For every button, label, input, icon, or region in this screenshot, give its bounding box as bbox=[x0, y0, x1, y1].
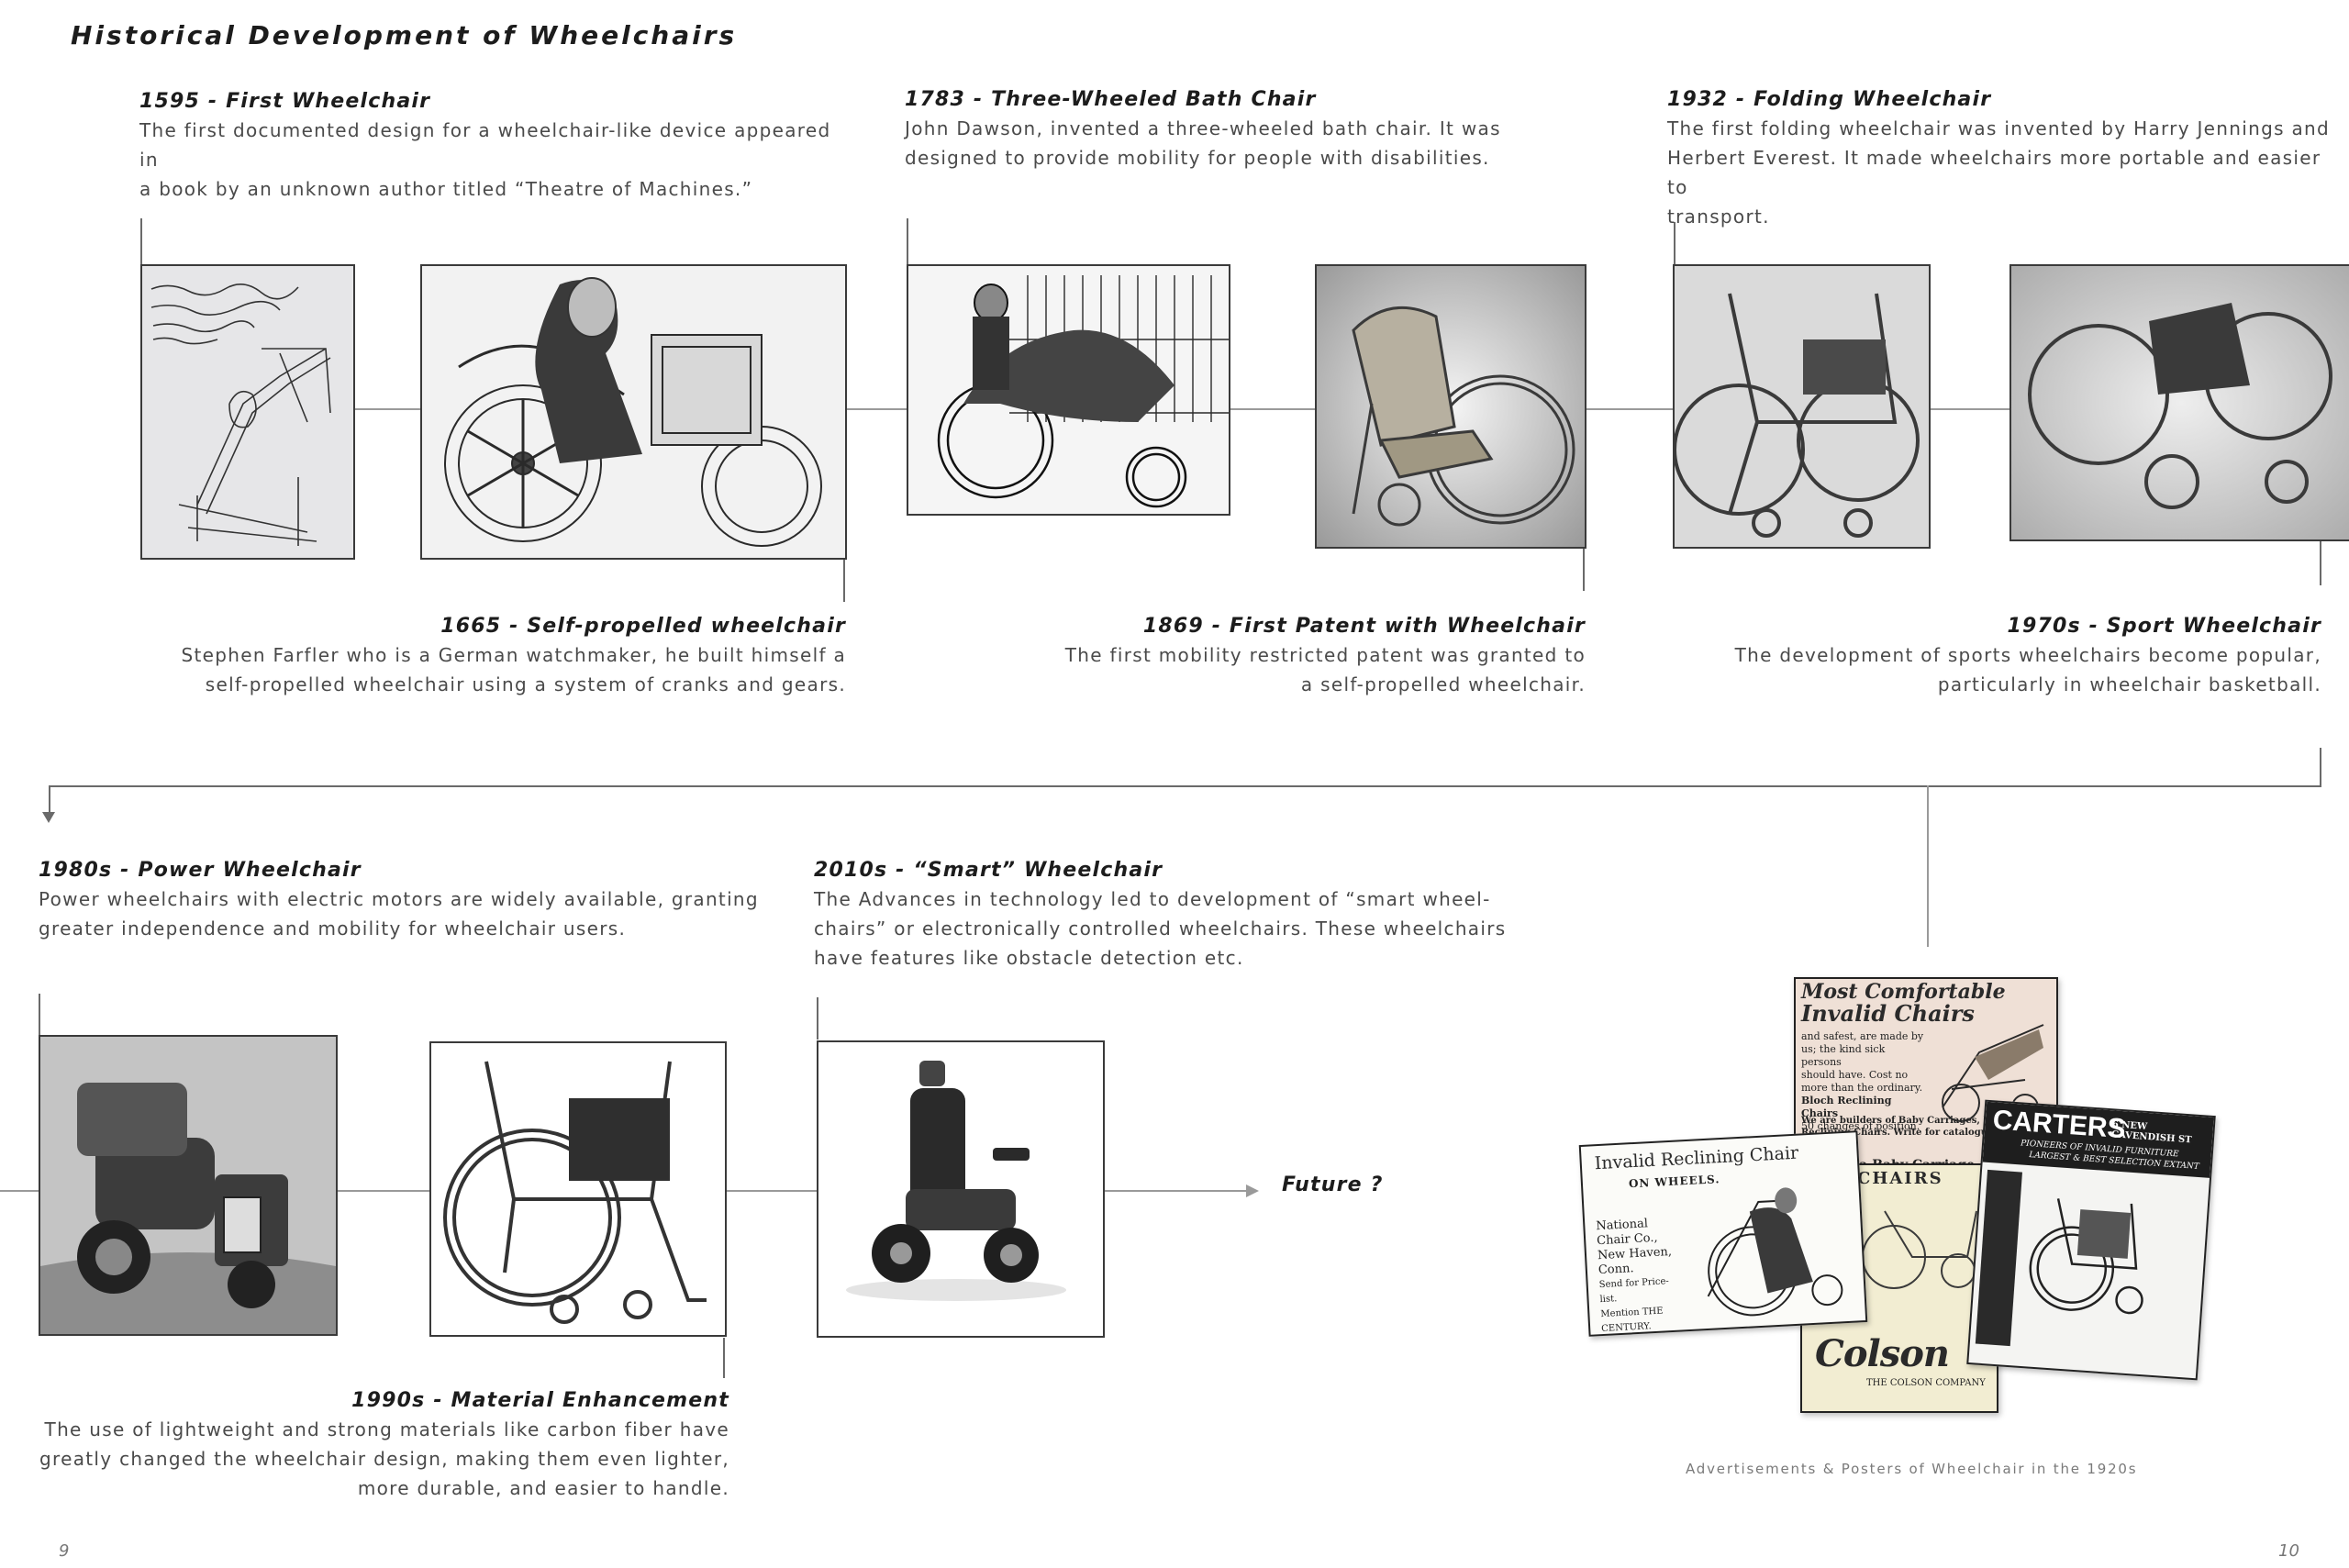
event-1932-line-1: The first folding wheelchair was invente… bbox=[1667, 117, 2330, 139]
event-1869-title: 1869 - First Patent with Wheelchair bbox=[1142, 615, 1586, 638]
ad1-headline-2: Invalid Chairs bbox=[1801, 1000, 1975, 1027]
event-1595-line-1: The first documented design for a wheelc… bbox=[139, 119, 831, 171]
event-1595: 1595 - First Wheelchair The first docume… bbox=[139, 88, 855, 204]
ad1-line-4: more than the ordinary. bbox=[1801, 1082, 1923, 1094]
ad3-logo: Colson bbox=[1815, 1332, 1950, 1375]
connector-1595 bbox=[140, 218, 142, 264]
event-1783-title: 1783 - Three-Wheeled Bath Chair bbox=[905, 88, 1317, 111]
page-number-left: 9 bbox=[59, 1541, 70, 1561]
connector-1869 bbox=[1583, 545, 1585, 591]
event-1869-line-1: The first mobility restricted patent was… bbox=[1064, 644, 1586, 666]
wrap-line-horizontal bbox=[49, 785, 2321, 787]
event-1990-line-1: The use of lightweight and strong materi… bbox=[44, 1418, 729, 1440]
ad1-headline-1: Most Comfortable bbox=[1801, 980, 2006, 1004]
ad2-headline: Invalid Reclining Chair bbox=[1594, 1142, 1799, 1174]
event-2010: 2010s - “Smart” Wheelchair The Advances … bbox=[814, 857, 1511, 973]
connector-1783 bbox=[907, 218, 908, 264]
event-1970-line-2: particularly in wheelchair basketball. bbox=[1937, 673, 2321, 695]
event-1665-line-2: self-propelled wheelchair using a system… bbox=[205, 673, 846, 695]
event-1869-line-2: a self-propelled wheelchair. bbox=[1300, 673, 1586, 695]
ad3-company: THE COLSON COMPANY bbox=[1866, 1378, 1986, 1388]
arrow-down-icon bbox=[42, 812, 55, 823]
connector-1932 bbox=[1674, 222, 1675, 264]
event-1932-line-3: transport. bbox=[1667, 206, 1770, 228]
photo-1932-folding-wheelchair bbox=[1673, 264, 1931, 549]
arrow-right-icon bbox=[1246, 1184, 1259, 1197]
ad1-line-6: 50 changes of position. bbox=[1801, 1120, 1920, 1132]
photo-1783-bath-chair bbox=[907, 264, 1230, 516]
ad3-headline: CHAIRS bbox=[1857, 1169, 1943, 1188]
event-1665-line-1: Stephen Farfler who is a German watchmak… bbox=[181, 644, 846, 666]
event-1595-line-2: a book by an unknown author titled “Thea… bbox=[139, 178, 753, 200]
photo-1595-sketch bbox=[140, 264, 355, 560]
ad2-chair-illustration bbox=[1707, 1187, 1843, 1317]
ad-invalid-reclining-chair: Invalid Reclining Chair ON WHEELS. Natio… bbox=[1578, 1130, 1868, 1337]
wrap-line-left bbox=[49, 785, 50, 820]
ad1-line-8: Reclining Chairs. Write for catalogue. bbox=[1801, 1128, 1997, 1138]
photo-1665-engraving bbox=[420, 264, 847, 560]
event-1970-line-1: The development of sports wheelchairs be… bbox=[1734, 644, 2321, 666]
connector-1665 bbox=[843, 556, 845, 602]
connector-1990 bbox=[723, 1338, 725, 1378]
ads-caption: Advertisements & Posters of Wheelchair i… bbox=[1686, 1461, 2138, 1477]
page-number-right: 10 bbox=[2278, 1541, 2299, 1561]
ad1-line-7: We are builders of Baby Carriages, Inval… bbox=[1801, 1116, 2042, 1126]
event-1980: 1980s - Power Wheelchair Power wheelchai… bbox=[39, 857, 791, 943]
event-2010-line-2: chairs” or electronically controlled whe… bbox=[814, 917, 1507, 940]
ad1-line-1: and safest, are made by bbox=[1801, 1030, 1924, 1042]
ad1-line-2: us; the kind sick persons bbox=[1801, 1043, 1886, 1068]
event-2010-title: 2010s - “Smart” Wheelchair bbox=[814, 859, 1163, 882]
photo-1990s-lightweight-wheelchair bbox=[429, 1041, 727, 1337]
ad1-line-3: should have. Cost no bbox=[1801, 1069, 1909, 1081]
photo-2010s-smart-wheelchair bbox=[817, 1040, 1105, 1338]
event-1869: 1869 - First Patent with Wheelchair The … bbox=[918, 613, 1586, 699]
event-1665-title: 1665 - Self-propelled wheelchair bbox=[440, 615, 846, 638]
page-title: Historical Development of Wheelchairs bbox=[71, 20, 738, 50]
event-1980-title: 1980s - Power Wheelchair bbox=[39, 859, 362, 882]
event-1783-line-2: designed to provide mobility for people … bbox=[905, 147, 1490, 169]
event-1783-line-1: John Dawson, invented a three-wheeled ba… bbox=[905, 117, 1501, 139]
event-1970: 1970s - Sport Wheelchair The development… bbox=[1652, 613, 2321, 699]
connector-2010 bbox=[817, 997, 818, 1040]
timeline-line-top bbox=[140, 408, 2349, 410]
event-1932: 1932 - Folding Wheelchair The first fold… bbox=[1667, 86, 2346, 231]
wrap-line-right bbox=[2320, 748, 2321, 786]
event-1990: 1990s - Material Enhancement The use of … bbox=[37, 1387, 729, 1503]
connector-1970 bbox=[2320, 539, 2321, 585]
event-1932-title: 1932 - Folding Wheelchair bbox=[1667, 88, 1992, 111]
photo-1970s-sport-wheelchair bbox=[2009, 264, 2349, 541]
event-1932-line-2: Herbert Everest. It made wheelchairs mor… bbox=[1667, 147, 2321, 198]
ads-connector bbox=[1927, 785, 1929, 947]
event-1990-line-3: more durable, and easier to handle. bbox=[357, 1477, 729, 1499]
ad4-chair-illustration bbox=[2029, 1198, 2143, 1315]
future-label: Future ? bbox=[1282, 1173, 1384, 1196]
event-2010-line-1: The Advances in technology led to develo… bbox=[814, 888, 1491, 910]
ad1-line-5: Bloch Reclining Chairs bbox=[1801, 1095, 1892, 1119]
event-1970-title: 1970s - Sport Wheelchair bbox=[2007, 615, 2321, 638]
event-1990-title: 1990s - Material Enhancement bbox=[351, 1389, 729, 1412]
event-1980-line-1: Power wheelchairs with electric motors a… bbox=[39, 888, 759, 910]
ad-carters: CARTERS 6 NEW CAVENDISH ST PIONEERS OF I… bbox=[1966, 1099, 2216, 1381]
photo-1980s-power-wheelchair bbox=[39, 1035, 338, 1336]
event-1783: 1783 - Three-Wheeled Bath Chair John Daw… bbox=[905, 86, 1602, 172]
event-1665: 1665 - Self-propelled wheelchair Stephen… bbox=[112, 613, 846, 699]
ad3-chair-illustration bbox=[1862, 1210, 1977, 1289]
connector-1980 bbox=[39, 994, 40, 1040]
event-1595-title: 1595 - First Wheelchair bbox=[139, 90, 431, 113]
event-1990-line-2: greatly changed the wheelchair design, m… bbox=[39, 1448, 729, 1470]
event-2010-line-3: have features like obstacle detection et… bbox=[814, 947, 1244, 969]
photo-1869-wicker-chair bbox=[1315, 264, 1586, 549]
event-1980-line-2: greater independence and mobility for wh… bbox=[39, 917, 627, 940]
